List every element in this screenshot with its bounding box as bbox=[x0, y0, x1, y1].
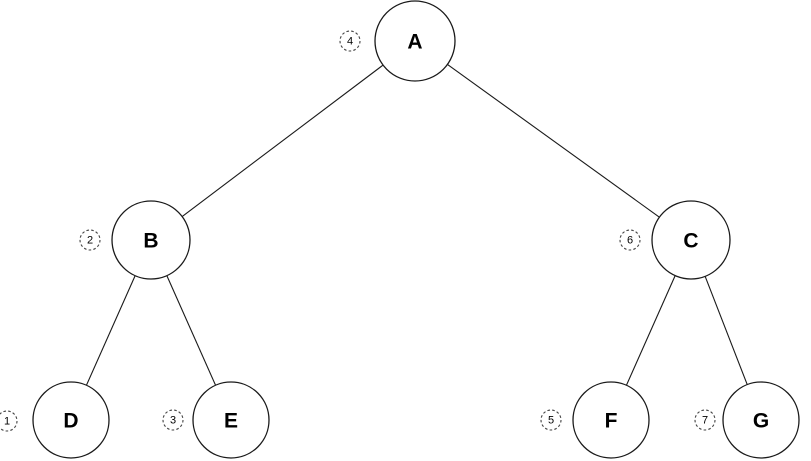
node-circle-c[interactable] bbox=[651, 200, 731, 280]
order-marker-label-b: 2 bbox=[87, 235, 93, 247]
node-label-a: A bbox=[407, 31, 422, 54]
tree-edge-b-d bbox=[85, 275, 136, 386]
node-label-c: C bbox=[683, 230, 698, 253]
tree-edge-b-e bbox=[166, 275, 217, 386]
node-label-d: D bbox=[63, 410, 78, 433]
node-circle-b[interactable] bbox=[111, 200, 191, 280]
order-marker-circle-g bbox=[694, 409, 716, 431]
tree-edge-c-g bbox=[704, 276, 748, 385]
order-marker-label-f: 5 bbox=[548, 415, 554, 427]
order-marker-circle-b bbox=[79, 229, 101, 251]
order-marker-label-g: 7 bbox=[702, 415, 708, 427]
order-marker-circle-a bbox=[339, 30, 361, 52]
node-circle-d[interactable] bbox=[32, 381, 110, 459]
order-marker-label-c: 6 bbox=[627, 235, 633, 247]
order-marker-circle-c bbox=[619, 229, 641, 251]
node-label-g: G bbox=[753, 410, 769, 433]
order-marker-label-a: 4 bbox=[347, 36, 353, 48]
order-marker-circle-f bbox=[540, 409, 562, 431]
tree-edge-c-f bbox=[625, 275, 676, 386]
node-circle-e[interactable] bbox=[192, 381, 270, 459]
node-label-f: F bbox=[605, 410, 618, 433]
node-circle-g[interactable] bbox=[722, 381, 800, 459]
order-marker-label-d: 1 bbox=[4, 416, 10, 428]
node-label-e: E bbox=[224, 410, 238, 433]
tree-edge-a-b bbox=[181, 64, 384, 217]
order-marker-circle-e bbox=[162, 409, 184, 431]
order-marker-label-e: 3 bbox=[170, 415, 176, 427]
node-label-b: B bbox=[143, 230, 158, 253]
node-circle-a[interactable] bbox=[374, 0, 456, 82]
tree-edge-a-c bbox=[447, 63, 660, 218]
edges-layer bbox=[85, 63, 748, 386]
node-circle-f[interactable] bbox=[572, 381, 650, 459]
order-marker-circle-d bbox=[0, 410, 18, 432]
